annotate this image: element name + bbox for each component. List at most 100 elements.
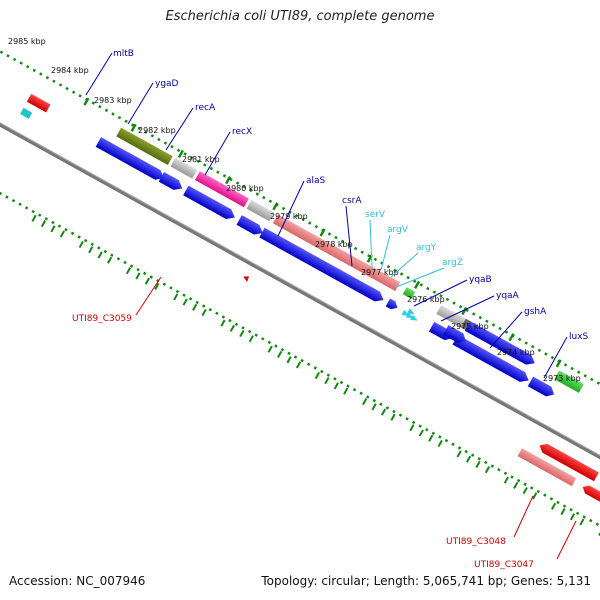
inner-minor-tick	[390, 413, 396, 421]
gene-leader-line	[204, 131, 231, 176]
inner-minor-tick	[50, 225, 56, 233]
gene-arrow	[385, 298, 398, 310]
inner-minor-tick	[484, 466, 491, 474]
trna-leader-line	[369, 219, 373, 269]
inner-minor-tick	[456, 450, 462, 458]
feature-olive	[116, 127, 173, 166]
inner-minor-tick	[475, 460, 481, 468]
gene-leader-line	[165, 107, 194, 151]
gene-arrow-reverse	[243, 276, 250, 283]
gene-arrow	[236, 215, 263, 235]
gene-arrow-reverse	[539, 443, 599, 482]
inner-minor-tick	[409, 424, 415, 432]
gene-label-yqaB: yqaB	[469, 275, 492, 285]
map-title: Escherichia coli UTI89, complete genome	[165, 9, 435, 24]
inner-minor-tick	[154, 282, 160, 290]
ruler-major-tick	[272, 202, 279, 211]
ruler-major-tick	[225, 176, 232, 185]
ruler-major-tick	[461, 306, 468, 316]
trna-label-serV: serV	[365, 210, 386, 220]
gene-label-luxS: luxS	[569, 332, 589, 342]
inner-minor-tick	[380, 408, 387, 416]
inner-minor-tick	[201, 309, 207, 317]
genome-stats-text: Topology: circular; Length: 5,065,741 bp…	[261, 574, 591, 588]
gene-arrow	[452, 334, 529, 382]
genome-backbone-highlight	[0, 97, 600, 487]
gene-label-ygaD: ygaD	[155, 79, 179, 89]
ruler-kbp-label: 2985 kbp	[8, 37, 46, 46]
ruler-major-tick	[83, 97, 90, 106]
gene-leader-line	[277, 180, 305, 237]
trna-marker	[401, 309, 409, 316]
feature-grey-1	[170, 157, 198, 179]
gene-arrow	[183, 185, 235, 219]
ruler-major-tick	[130, 123, 137, 132]
inner-minor-tick	[277, 350, 283, 359]
feature-green-2	[554, 370, 584, 393]
inner-minor-tick	[97, 251, 103, 259]
feature-grey-2	[246, 199, 275, 222]
gene-label-recX: recX	[232, 127, 252, 137]
feature-salmon	[272, 214, 401, 292]
gene-label-UTI89_C3047: UTI89_C3047	[474, 560, 534, 570]
gene-leader-line	[127, 82, 154, 125]
feature-cyan-edge	[20, 107, 33, 119]
gene-label-UTI89_C3059: UTI89_C3059	[72, 314, 132, 324]
inner-minor-tick	[78, 240, 84, 249]
ruler-kbp-label: 2983 kbp	[94, 96, 132, 105]
inner-minor-tick	[229, 324, 235, 332]
trna-leader-line	[390, 252, 419, 278]
inner-minor-tick	[135, 272, 141, 280]
ruler-kbp-label: 2984 kbp	[51, 66, 89, 75]
gene-arrow	[527, 376, 555, 397]
ruler-major-tick	[319, 228, 326, 237]
inner-minor-tick	[248, 335, 254, 343]
gene-arrow	[259, 227, 384, 302]
inner-minor-tick	[107, 256, 113, 264]
inner-minor-tick	[362, 398, 368, 406]
feature-green-1	[402, 287, 416, 299]
ruler-kbp-label: 2974 kbp	[497, 348, 535, 357]
inner-minor-tick	[239, 329, 245, 338]
inner-minor-tick	[59, 230, 65, 238]
inner-minor-tick	[333, 382, 339, 390]
inner-minor-tick	[144, 277, 150, 285]
inner-minor-tick	[88, 246, 94, 254]
inner-minor-tick	[503, 476, 509, 484]
gene-label-gshA: gshA	[524, 307, 547, 317]
inner-minor-tick	[324, 377, 330, 385]
ruler-kbp-label: 2975 kbp	[451, 322, 489, 331]
trna-leader-line	[380, 234, 391, 271]
inner-minor-tick	[192, 303, 198, 311]
ruler-kbp-label: 2977 kbp	[361, 268, 399, 277]
reverse-strand-features	[243, 276, 600, 502]
trna-marker	[405, 312, 414, 319]
inner-minor-tick	[125, 267, 132, 275]
ruler-kbp-label: 2978 kbp	[315, 240, 353, 249]
inner-minor-tick	[286, 356, 292, 364]
gene-leader-line-reverse	[556, 520, 577, 560]
accession-text: Accession: NC_007946	[9, 574, 146, 588]
trna-marker	[410, 314, 418, 321]
inner-minor-tick	[182, 298, 188, 306]
inner-minor-tick	[522, 487, 528, 495]
gene-arrow-reverse	[582, 485, 600, 502]
gene-arrow	[158, 172, 183, 190]
inner-minor-tick	[267, 345, 273, 353]
ruler-major-tick	[508, 333, 515, 342]
gene-leader-line	[440, 295, 495, 322]
inner-minor-tick	[437, 439, 443, 448]
inner-minor-tick	[314, 371, 321, 379]
ruler-ticks	[31, 97, 600, 537]
ruler-kbp-label: 2973 kbp	[543, 374, 581, 383]
gene-leader-line	[345, 205, 353, 267]
ruler-kbp-label: 2976 kbp	[407, 295, 445, 304]
inner-minor-tick	[532, 492, 538, 500]
gene-label-yqaA: yqaA	[496, 291, 520, 301]
gene-label-UTI89_C3048: UTI89_C3048	[446, 537, 506, 547]
gene-label-alaS: alaS	[306, 176, 326, 186]
trna-leader-line	[395, 267, 445, 288]
ruler-kbp-label: 2979 kbp	[270, 212, 308, 221]
